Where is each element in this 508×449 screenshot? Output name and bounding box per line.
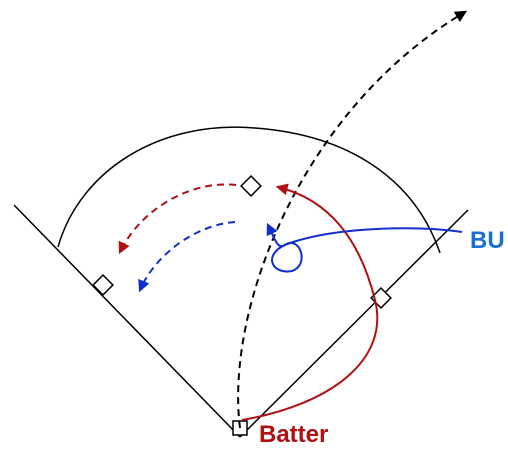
second-base [240,175,262,197]
bu-label: BU [470,227,505,254]
red-dashed-arrow [118,183,237,255]
bu-runner-path [266,222,463,273]
batter-label: Batter [259,421,328,448]
third-base [92,274,114,296]
right-foul-line [239,209,469,438]
fly-ball-path [237,10,468,429]
blue-dashed-arrow [138,221,236,293]
batter-path [241,183,379,421]
outfield-arc [57,126,441,254]
left-foul-line [13,204,241,438]
